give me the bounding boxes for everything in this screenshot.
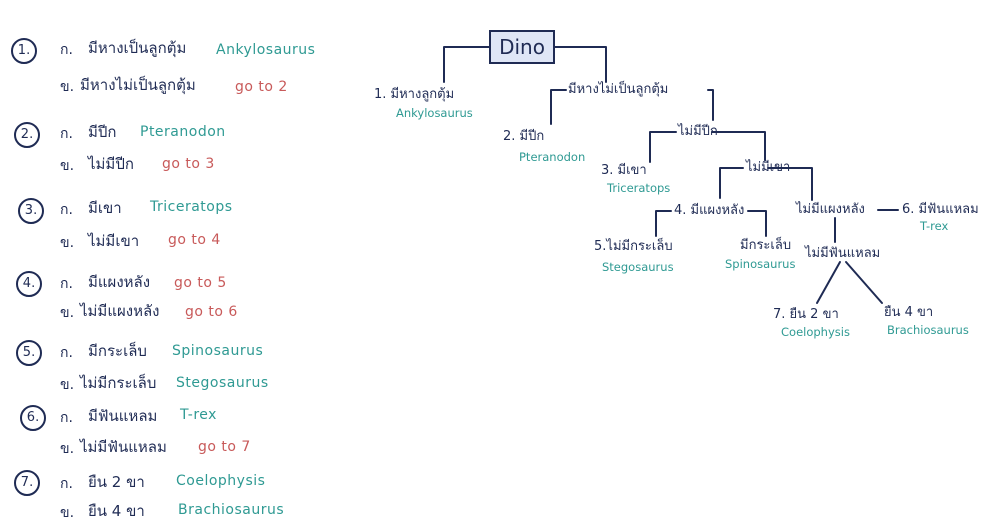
- key-3a-option: ก.: [60, 202, 73, 218]
- tree-node-wing-no: ไม่มีปีก: [678, 124, 718, 139]
- connector-wing-no: [649, 131, 766, 163]
- key-6a-option: ก.: [60, 410, 73, 426]
- key-3a-text: มีเขา: [88, 199, 122, 217]
- tree-node-7b: ยืน 4 ขา: [884, 305, 934, 320]
- key-1b-text: มีหางไม่เป็นลูกตุ้ม: [80, 76, 196, 94]
- tree-node-5b-result: Spinosaurus: [725, 257, 796, 271]
- key-4b-option: ข.: [60, 305, 75, 321]
- key-2b-text: ไม่มีปีก: [88, 155, 134, 173]
- key-3a-result: Triceratops: [150, 199, 233, 215]
- key-5b-option: ข.: [60, 377, 75, 393]
- key-2b-option: ข.: [60, 158, 75, 174]
- tree-node-5b: มีกระเล็บ: [740, 238, 792, 253]
- key-step-6-number: 6.: [20, 405, 46, 431]
- key-1b-option: ข.: [60, 79, 75, 95]
- tree-node-6: 6. มีฟันแหลม: [902, 202, 979, 217]
- key-7b-result: Brachiosaurus: [178, 502, 285, 518]
- tree-node-7b-result: Brachiosaurus: [887, 323, 969, 337]
- connector-plate-yes: [655, 210, 767, 237]
- key-step-2-number: 2.: [14, 122, 40, 148]
- tree-node-3-result: Triceratops: [607, 181, 671, 195]
- key-1a-option: ก.: [60, 42, 73, 58]
- key-7a-option: ก.: [60, 476, 73, 492]
- tree-node-plate-no: ไม่มีแผงหลัง: [796, 202, 865, 217]
- tree-node-tail-no: มีหางไม่เป็นลูกตุ้ม: [568, 82, 669, 97]
- key-step-3-number: 3.: [18, 198, 44, 224]
- key-6b-result: go to 7: [198, 439, 251, 455]
- key-7b-text: ยืน 4 ขา: [88, 502, 145, 520]
- tree-node-6-result: T-rex: [920, 219, 949, 233]
- key-step-7-number: 7.: [14, 470, 40, 496]
- tree-node-1: 1. มีหางลูกตุ้ม: [374, 87, 455, 102]
- key-5a-result: Spinosaurus: [172, 343, 264, 359]
- tree-node-4: 4. มีแผงหลัง: [674, 203, 745, 218]
- key-1a-result: Ankylosaurus: [216, 42, 316, 58]
- tree-node-7-result: Coelophysis: [781, 325, 850, 339]
- connector-tail-no: [550, 89, 714, 125]
- key-2a-option: ก.: [60, 126, 73, 142]
- key-step-4-number: 4.: [16, 271, 42, 297]
- key-2a-result: Pteranodon: [140, 124, 226, 140]
- tree-node-2-result: Pteranodon: [519, 150, 586, 164]
- connector-root: [443, 46, 607, 83]
- key-1a-text: มีหางเป็นลูกตุ้ม: [88, 39, 187, 57]
- key-4a-text: มีแผงหลัง: [88, 273, 151, 291]
- key-4a-result: go to 5: [174, 275, 227, 291]
- key-6a-text: มีฟันแหลม: [88, 407, 158, 425]
- connector-horn-no: [719, 167, 813, 201]
- key-4a-option: ก.: [60, 276, 73, 292]
- tree-root-node: Dino: [489, 30, 555, 64]
- tree-node-5: 5.ไม่มีกระเล็บ: [594, 239, 673, 254]
- key-2b-result: go to 3: [162, 156, 215, 172]
- key-4b-text: ไม่มีแผงหลัง: [80, 302, 160, 320]
- key-7a-result: Coelophysis: [176, 473, 266, 489]
- key-6a-result: T-rex: [180, 407, 217, 423]
- key-5b-result: Stegosaurus: [176, 375, 269, 391]
- key-2a-text: มีปีก: [88, 123, 117, 141]
- tree-node-1-result: Ankylosaurus: [396, 106, 473, 120]
- key-6b-text: ไม่มีฟันแหลม: [80, 438, 167, 456]
- tree-node-2: 2. มีปีก: [503, 129, 545, 144]
- key-4b-result: go to 6: [185, 304, 238, 320]
- key-step-5-number: 5.: [16, 340, 42, 366]
- connector-legs: [816, 261, 883, 304]
- key-3b-result: go to 4: [168, 232, 221, 248]
- tree-node-teeth-no: ไม่มีฟันแหลม: [805, 246, 881, 261]
- tree-node-7: 7. ยืน 2 ขา: [773, 307, 839, 322]
- tree-node-horn-no: ไม่มีเขา: [746, 160, 791, 175]
- key-7a-text: ยืน 2 ขา: [88, 473, 145, 491]
- key-5b-text: ไม่มีกระเล็บ: [80, 374, 157, 392]
- key-6b-option: ข.: [60, 441, 75, 457]
- key-5a-text: มีกระเล็บ: [88, 342, 147, 360]
- tree-node-3: 3. มีเขา: [601, 163, 647, 178]
- key-3b-option: ข.: [60, 235, 75, 251]
- key-7b-option: ข.: [60, 505, 75, 521]
- key-1b-result: go to 2: [235, 79, 288, 95]
- key-5a-option: ก.: [60, 345, 73, 361]
- tree-node-5-result: Stegosaurus: [602, 260, 674, 274]
- key-3b-text: ไม่มีเขา: [88, 232, 140, 250]
- key-step-1-number: 1.: [11, 38, 37, 64]
